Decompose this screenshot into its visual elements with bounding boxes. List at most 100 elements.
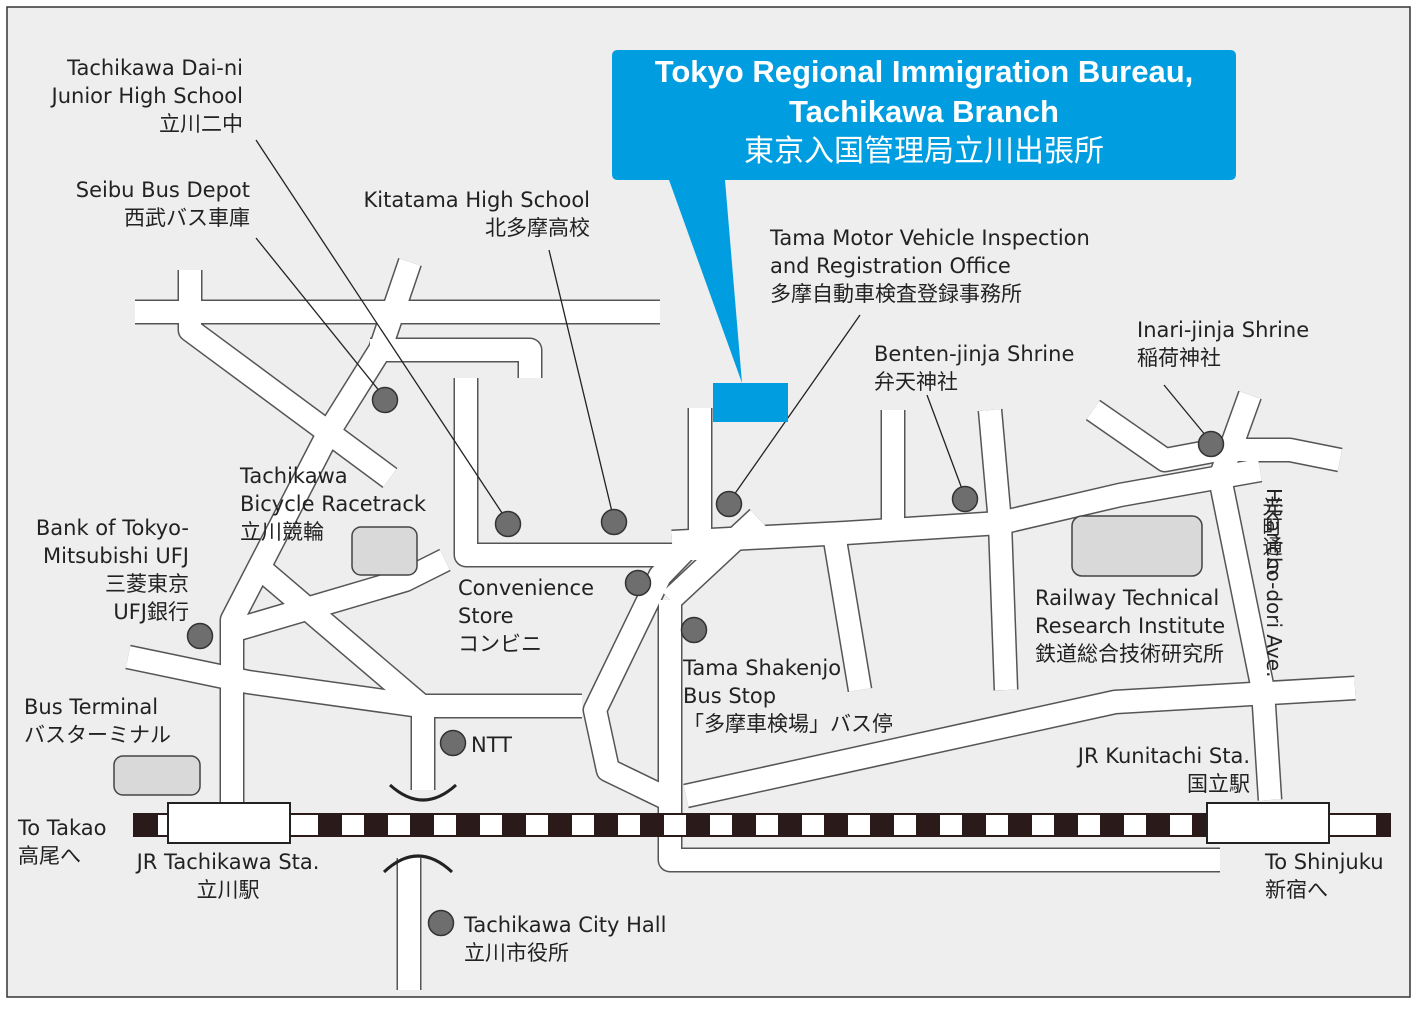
label-tama-motor-office: Tama Motor Vehicle Inspection and Regist… (770, 224, 1090, 308)
railway-tie (962, 815, 986, 835)
label-text: 弁天神社 (874, 370, 958, 394)
label-text: Bus Stop (683, 684, 777, 708)
label-text: コンビニ (458, 632, 542, 656)
railway-tie (824, 815, 848, 835)
jr-tachikawa-station (167, 802, 291, 844)
label-text: Bicycle Racetrack (240, 492, 427, 516)
city-hall-marker (427, 909, 455, 937)
label-text: JR Tachikawa Sta. (136, 850, 320, 874)
label-text: 立川二中 (159, 112, 243, 136)
label-text: 国立駅 (1187, 772, 1250, 796)
label-text: Railway Technical (1035, 586, 1220, 610)
seibu-bus-depot-marker (371, 386, 399, 414)
railway-ties (134, 815, 1390, 835)
label-kitatama-high: Kitatama High School 北多摩高校 (340, 186, 590, 242)
tama-motor-office-marker (715, 490, 743, 518)
label-convenience-store: Convenience Store コンビニ (458, 574, 594, 658)
railway-tie (502, 815, 526, 835)
label-text: and Registration Office (770, 254, 1011, 278)
leader-lines (255, 139, 1212, 523)
railway-tie (410, 815, 434, 835)
avenue-name-en: Hikaricho-dori Ave. (1262, 488, 1286, 678)
immigration-bureau-marker (713, 383, 788, 422)
underpass-arc-top (388, 783, 458, 802)
railway-tie (318, 815, 342, 835)
label-text: Kitatama High School (363, 188, 590, 212)
railway-tie (732, 815, 756, 835)
label-text: Tachikawa Dai-ni (67, 56, 243, 80)
label-text: Benten-jinja Shrine (874, 342, 1075, 366)
label-text: Bus Terminal (24, 695, 159, 719)
bicycle-racetrack-building (351, 526, 418, 576)
label-text: Tama Shakenjo (683, 656, 842, 680)
label-text: Junior High School (51, 84, 243, 108)
railway-institute-building (1071, 515, 1203, 577)
label-text: Tachikawa City Hall (464, 913, 667, 937)
label-hikaricho-avenue: 光町通り Hikaricho-dori Ave. (1252, 482, 1342, 677)
inari-shrine-marker (1197, 430, 1225, 458)
label-bus-terminal: Bus Terminal バスターミナル (24, 693, 171, 749)
label-benten-shrine: Benten-jinja Shrine 弁天神社 (874, 340, 1074, 396)
label-text: 高尾へ (18, 844, 81, 868)
label-text: 新宿へ (1265, 878, 1328, 902)
label-seibu-bus-depot: Seibu Bus Depot 西武バス車庫 (20, 176, 250, 232)
label-bank: Bank of Tokyo- Mitsubishi UFJ 三菱東京 UFJ銀行 (20, 514, 189, 626)
label-text: バスターミナル (24, 723, 171, 747)
railway-tie (1376, 815, 1390, 835)
callout-title-en-1: Tokyo Regional Immigration Bureau, (654, 54, 1194, 89)
callout-title-jp: 東京入国管理局立川出張所 (744, 134, 1104, 169)
bus-terminal-building (113, 755, 201, 796)
label-ntt: NTT (471, 731, 512, 759)
railway-tie (778, 815, 802, 835)
callout-box (612, 50, 1236, 383)
label-text: 立川競輪 (240, 520, 324, 544)
railway-tie (594, 815, 618, 835)
avenue-name-jp: 光町通り (1259, 496, 1283, 576)
callout-title-en-2: Tachikawa Branch (789, 94, 1059, 129)
label-dai-ni-junior-high: Tachikawa Dai-ni Junior High School 立川二中 (20, 54, 243, 138)
label-text: NTT (471, 733, 512, 757)
tama-shakenjo-bus-stop-marker (680, 616, 708, 644)
label-to-shinjuku: To Shinjuku 新宿へ (1265, 848, 1384, 904)
label-inari-shrine: Inari-jinja Shrine 稲荷神社 (1137, 316, 1309, 372)
kitatama-high-marker (600, 508, 628, 536)
label-text: Mitsubishi UFJ (42, 544, 189, 568)
label-text: UFJ銀行 (113, 600, 189, 624)
bank-marker (186, 622, 214, 650)
label-text: Tama Motor Vehicle Inspection (770, 226, 1090, 250)
railway-tie (548, 815, 572, 835)
label-text: Research Institute (1035, 614, 1226, 638)
label-tama-shakenjo-bus-stop: Tama Shakenjo Bus Stop 「多摩車検場」バス停 (683, 654, 893, 738)
label-text: Inari-jinja Shrine (1137, 318, 1310, 342)
label-to-takao: To Takao 高尾へ (18, 814, 107, 870)
railway-tie (1008, 815, 1032, 835)
label-text: JR Kunitachi Sta. (1077, 744, 1250, 768)
label-text: Seibu Bus Depot (75, 178, 250, 202)
label-text: To Takao (18, 816, 107, 840)
underpass-arc-bottom (382, 854, 454, 874)
label-text: 立川駅 (196, 878, 260, 902)
label-jr-kunitachi: JR Kunitachi Sta. 国立駅 (1040, 742, 1250, 798)
railway-tie (456, 815, 480, 835)
railway-tie (686, 815, 710, 835)
railway-tie (640, 815, 664, 835)
label-text: Store (458, 604, 514, 628)
label-text: 鉄道総合技術研究所 (1035, 642, 1224, 666)
label-jr-tachikawa: JR Tachikawa Sta. 立川駅 (118, 848, 338, 904)
label-text: To Shinjuku (1265, 850, 1384, 874)
benten-shrine-marker (951, 485, 979, 513)
callout-title: Tokyo Regional Immigration Bureau, Tachi… (612, 52, 1236, 172)
label-text: 北多摩高校 (485, 216, 590, 240)
label-text: 稲荷神社 (1137, 346, 1221, 370)
railway-tie (364, 815, 388, 835)
ntt-marker (439, 729, 467, 757)
landmark-dots (186, 386, 1225, 937)
label-bicycle-racetrack: Tachikawa Bicycle Racetrack 立川競輪 (240, 462, 426, 546)
railway-tie (870, 815, 894, 835)
label-text: 立川市役所 (464, 941, 569, 965)
dai-ni-junior-high-marker (494, 510, 522, 538)
label-text: Convenience (458, 576, 595, 600)
convenience-store-marker (624, 569, 652, 597)
label-text: 「多摩車検場」バス停 (683, 712, 893, 736)
